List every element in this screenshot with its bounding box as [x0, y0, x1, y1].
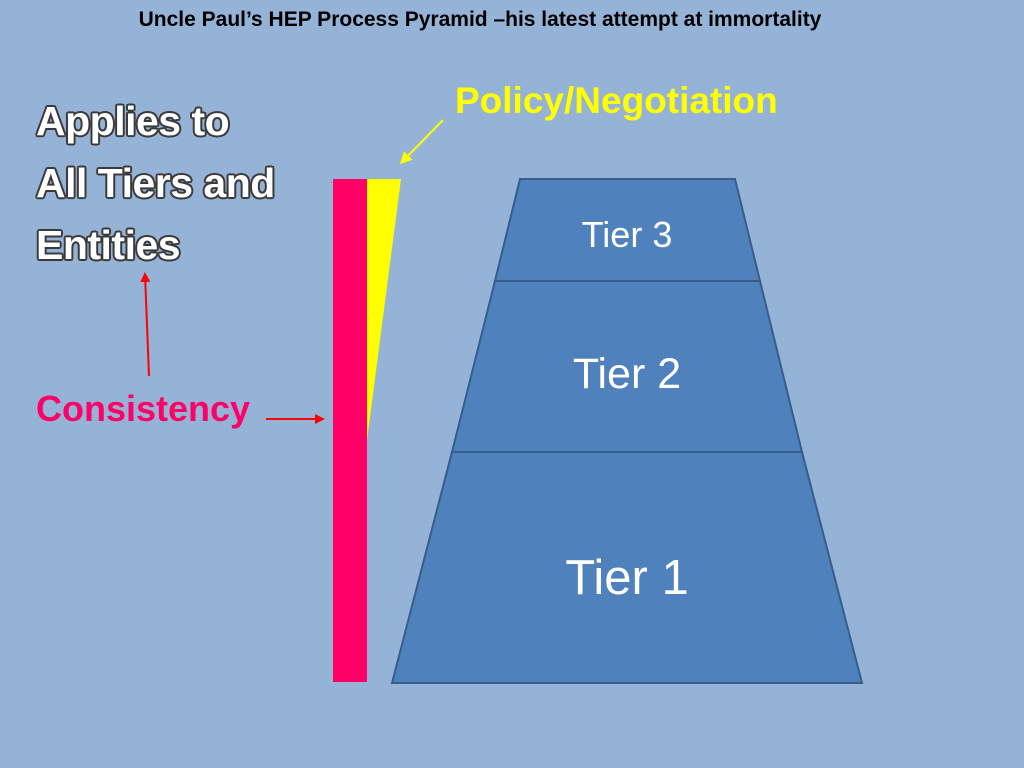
- arrow-to-policy-wedge: [399, 119, 444, 165]
- tier1-label: Tier 1: [565, 551, 689, 605]
- applies-line-2: All Tiers and: [36, 160, 275, 206]
- applies-text: Applies to All Tiers and Entities: [36, 90, 336, 276]
- slide-title: Uncle Paul’s HEP Process Pyramid –his la…: [138, 8, 822, 31]
- tier1-shape: [390, 451, 864, 684]
- applies-line-1: Applies to: [36, 98, 230, 144]
- tier2-label: Tier 2: [572, 350, 682, 398]
- policy-negotiation-label: Policy/Negotiation: [455, 80, 778, 121]
- consistency-label: Consistency: [36, 388, 251, 429]
- tier3-label: Tier 3: [581, 214, 673, 255]
- policy-wedge: [367, 179, 401, 440]
- arrow-up-to-applies: [140, 272, 151, 377]
- consistency-bar: [333, 179, 367, 682]
- applies-line-3: Entities: [36, 222, 181, 268]
